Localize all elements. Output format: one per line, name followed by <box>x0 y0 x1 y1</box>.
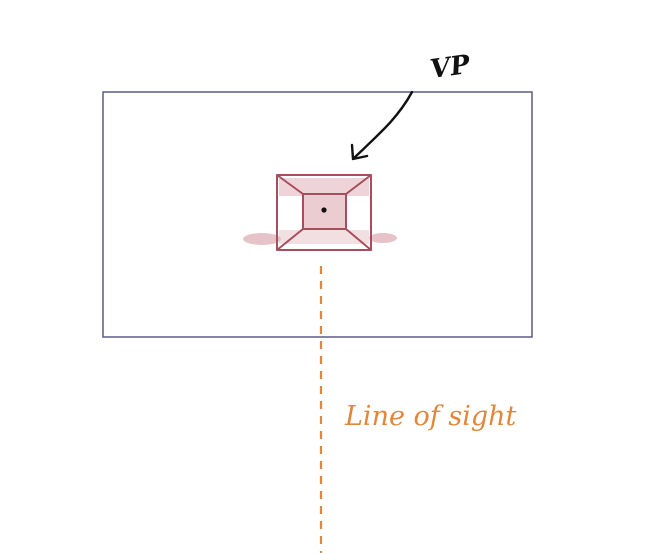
box-edge-bottom-left <box>276 228 304 251</box>
box-inner-face <box>302 193 347 230</box>
picture-plane-frame <box>102 91 533 338</box>
box-edge-bottom-right <box>345 228 372 251</box>
line-of-sight-label: Line of sight <box>344 401 517 432</box>
box-outer-face <box>276 174 372 251</box>
vanishing-point-dot <box>321 207 327 213</box>
perspective-box <box>276 174 372 251</box>
box-edge-top-left <box>276 174 304 195</box>
vp-arrow <box>350 90 414 161</box>
box-edge-top-right <box>345 174 372 195</box>
vp-label: VP <box>428 50 473 85</box>
horizon-shading <box>243 178 397 245</box>
